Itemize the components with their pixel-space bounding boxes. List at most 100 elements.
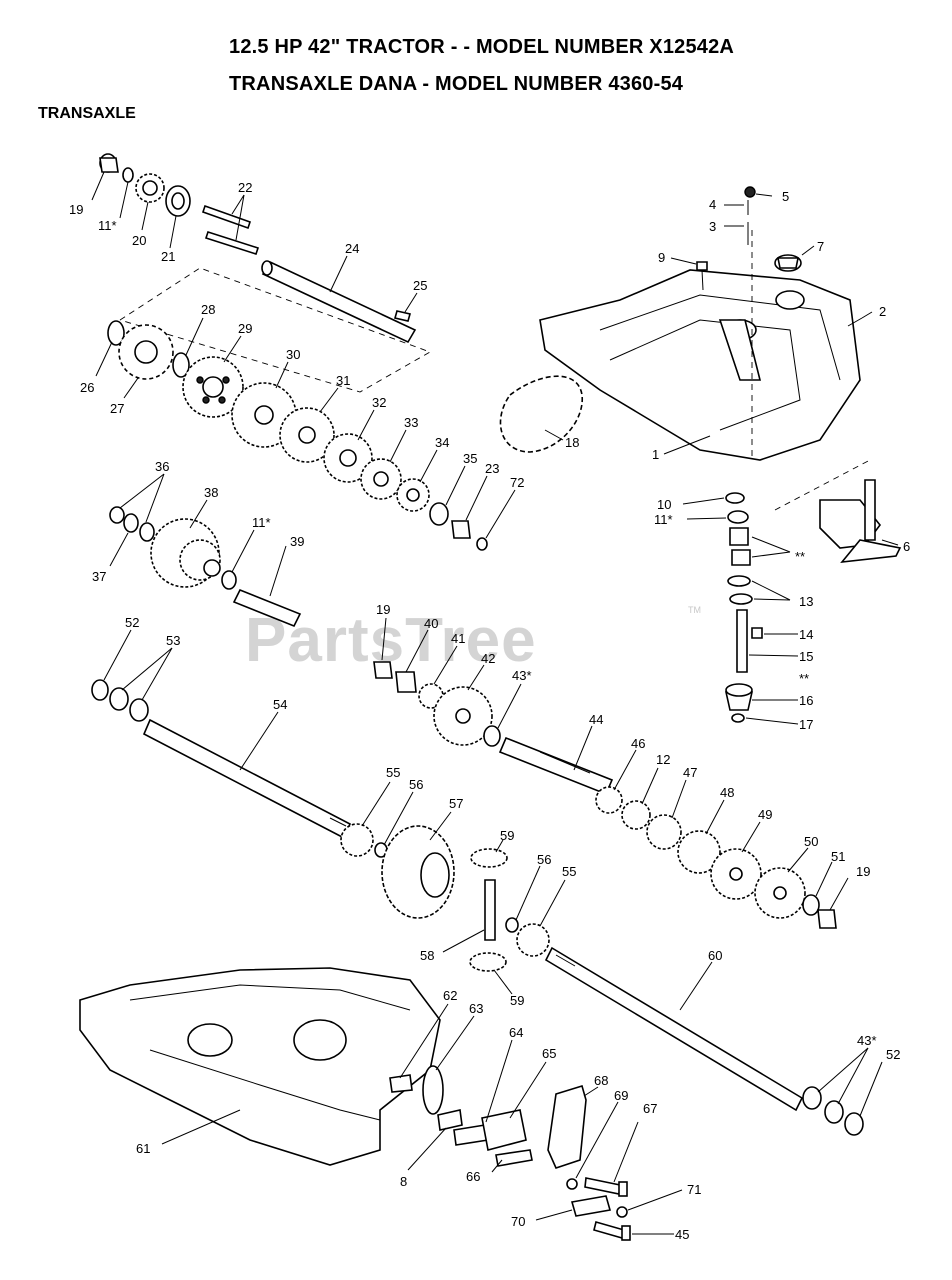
- label-48: 48: [720, 785, 734, 800]
- part-19-bushing-mid: [373, 661, 393, 679]
- label-11a: 11*: [98, 218, 117, 233]
- label-25: 25: [413, 278, 427, 293]
- part-53-washer-a: [109, 687, 129, 711]
- part-53-washer-b: [129, 698, 149, 722]
- label-40: 40: [424, 616, 438, 631]
- part-69-spacer: [566, 1178, 578, 1190]
- label-52b: 52: [886, 1047, 900, 1062]
- label-59b: 59: [510, 993, 524, 1008]
- part-38-gear-cluster: [150, 518, 221, 588]
- part-55-bevel-gear-right: [516, 923, 550, 957]
- label-11c: 11*: [252, 515, 271, 530]
- part-60-axle: [544, 946, 804, 1112]
- label-56a: 56: [409, 777, 423, 792]
- part-32-gear: [323, 433, 373, 483]
- part-17-ring: [731, 713, 745, 723]
- label-15: 15: [799, 649, 813, 664]
- part-54-axle: [142, 718, 352, 840]
- part-71-nut: [616, 1206, 628, 1218]
- part-7-plug: [774, 254, 802, 272]
- label-51: 51: [831, 849, 845, 864]
- label-31: 31: [336, 373, 350, 388]
- part-70-bracket: [570, 1195, 612, 1217]
- label-5: 5: [782, 189, 789, 204]
- part-43-washer-b: [824, 1100, 844, 1124]
- part-6-shift-lever: [819, 479, 902, 564]
- part-72-ring: [476, 537, 488, 551]
- part-22-keys: [201, 204, 260, 256]
- label-72: 72: [510, 475, 524, 490]
- part-33-gear: [360, 458, 402, 500]
- label-50: 50: [804, 834, 818, 849]
- label-16: 16: [799, 693, 813, 708]
- section-label: TRANSAXLE: [38, 105, 136, 122]
- label-63: 63: [469, 1001, 483, 1016]
- label-56b: 56: [537, 852, 551, 867]
- part-67-bolt: [584, 1177, 628, 1197]
- label-17: 17: [799, 717, 813, 732]
- label-8: 8: [400, 1174, 407, 1189]
- part-51-washer: [802, 894, 820, 916]
- label-dstar1: **: [795, 549, 805, 564]
- part-5-ball: [744, 186, 756, 198]
- label-61: 61: [136, 1141, 150, 1156]
- part-11-washer-top: [122, 167, 134, 183]
- watermark-trademark: TM: [688, 605, 701, 615]
- label-10: 10: [657, 497, 671, 512]
- label-19c: 19: [856, 864, 870, 879]
- label-52a: 52: [125, 615, 139, 630]
- part-47-gear: [646, 814, 682, 850]
- label-41: 41: [451, 631, 465, 646]
- label-30: 30: [286, 347, 300, 362]
- part-64-pad: [453, 1124, 489, 1146]
- part-52-ring-left: [91, 679, 109, 701]
- label-24: 24: [345, 241, 359, 256]
- part-45-bolt: [593, 1221, 631, 1241]
- label-13: 13: [799, 594, 813, 609]
- part-number-labels: 19 11* 20 21 22 24 25 26 27 28 29 30 31 …: [69, 180, 910, 1242]
- part-12-gear: [621, 800, 651, 830]
- part-65-caliper: [481, 1109, 527, 1151]
- label-23: 23: [485, 461, 499, 476]
- label-29: 29: [238, 321, 252, 336]
- label-45: 45: [675, 1227, 689, 1242]
- label-27: 27: [110, 401, 124, 416]
- label-1: 1: [652, 447, 659, 462]
- label-34: 34: [435, 435, 449, 450]
- part-63-disc: [422, 1065, 444, 1115]
- label-60: 60: [708, 948, 722, 963]
- label-59a: 59: [500, 828, 514, 843]
- label-19b: 19: [376, 602, 390, 617]
- label-18: 18: [565, 435, 579, 450]
- part-68-brake-plate: [547, 1084, 587, 1169]
- part-29-gear: [182, 356, 244, 418]
- label-64: 64: [509, 1025, 523, 1040]
- label-35: 35: [463, 451, 477, 466]
- label-9: 9: [658, 250, 665, 265]
- label-37: 37: [92, 569, 106, 584]
- part-8-brake-pad: [437, 1109, 463, 1131]
- part-55-bevel-gear-left: [340, 823, 374, 857]
- label-71: 71: [687, 1182, 701, 1197]
- label-46: 46: [631, 736, 645, 751]
- part-36-washer-a: [109, 506, 125, 524]
- label-6: 6: [903, 539, 910, 554]
- part-14-key: [751, 627, 763, 639]
- part-34-gear: [396, 478, 430, 512]
- part-52-ring-right: [844, 1112, 864, 1136]
- part-56-ring-right: [505, 917, 519, 933]
- part-48-gear: [677, 830, 721, 874]
- label-33: 33: [404, 415, 418, 430]
- part-15-shaft: [736, 609, 748, 673]
- label-57: 57: [449, 796, 463, 811]
- part-50-gear: [754, 867, 806, 919]
- part-13-washer-a: [727, 575, 751, 587]
- part-10-ring: [725, 492, 745, 504]
- part-18-chain: [499, 375, 583, 453]
- label-12: 12: [656, 752, 670, 767]
- part-42-bevel-gear: [433, 686, 493, 746]
- part-31-gear: [279, 407, 335, 463]
- diagram-title-model: 12.5 HP 42" TRACTOR - - MODEL NUMBER X12…: [229, 36, 735, 58]
- part-16-bevel-pinion: [725, 683, 753, 711]
